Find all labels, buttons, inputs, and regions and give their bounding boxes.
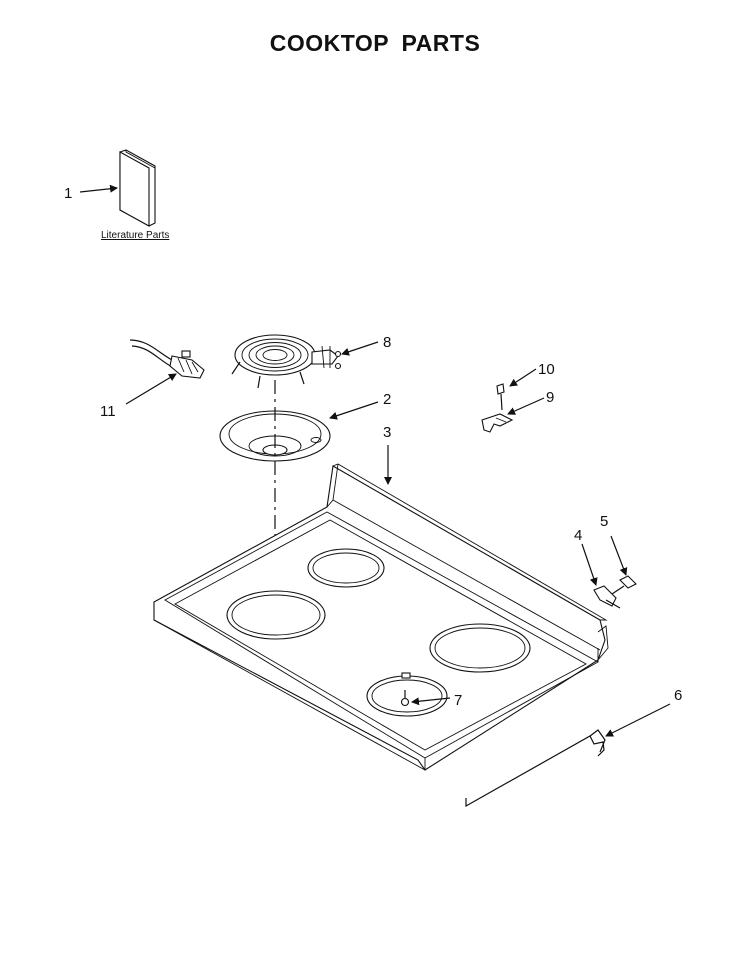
callout-10-leader	[509, 368, 537, 387]
callout-8: 8	[383, 334, 391, 351]
literature-parts-label: Literature Parts	[101, 230, 169, 241]
callout-4-leader	[581, 543, 598, 586]
burner-opening-right-front	[366, 672, 448, 717]
bracket-9[interactable]	[481, 413, 514, 433]
burner-opening-right-rear	[429, 623, 531, 673]
callout-2-leader	[329, 401, 379, 420]
callout-11-leader	[125, 373, 177, 405]
callout-1: 1	[64, 185, 72, 202]
burner-opening-left-rear	[307, 548, 385, 588]
callout-1-leader	[79, 184, 118, 193]
callout-6-leader	[605, 703, 671, 737]
support-rod[interactable]	[465, 729, 606, 808]
surface-element-coil[interactable]	[231, 334, 342, 389]
callout-5-leader	[610, 535, 628, 576]
hinge-clip-4[interactable]	[593, 585, 621, 609]
callout-4: 4	[574, 527, 582, 544]
screw-7[interactable]	[400, 690, 410, 707]
callout-5: 5	[600, 513, 608, 530]
callout-7-leader	[411, 697, 451, 706]
callout-8-leader	[341, 341, 379, 356]
screw-5[interactable]	[611, 575, 637, 595]
callout-11: 11	[100, 403, 116, 420]
callout-3: 3	[383, 424, 391, 441]
callout-9: 9	[546, 389, 554, 406]
page-title: COOKTOP PARTS	[269, 30, 481, 56]
callout-6: 6	[674, 687, 682, 704]
cooktop-main-top[interactable]	[153, 463, 609, 771]
screw-10[interactable]	[496, 383, 505, 411]
callout-9-leader	[507, 397, 545, 415]
callout-2: 2	[383, 391, 391, 408]
burner-opening-left-front	[226, 590, 326, 640]
callout-10: 10	[538, 361, 555, 378]
terminal-block-harness[interactable]	[129, 339, 205, 379]
literature-parts-booklet[interactable]	[119, 149, 156, 227]
callout-7: 7	[454, 692, 462, 709]
